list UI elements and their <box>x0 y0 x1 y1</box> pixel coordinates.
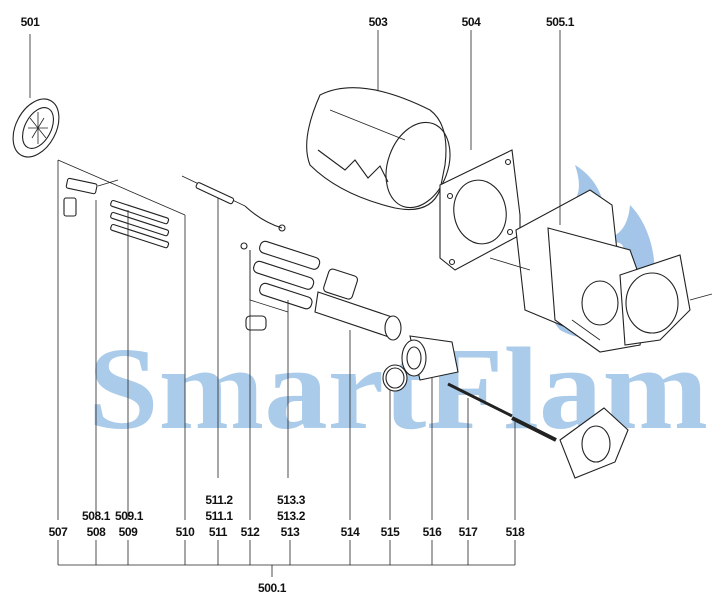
part-515-o-ring <box>382 364 408 392</box>
part-516-elbow <box>401 335 459 381</box>
part-504-flange-gasket <box>439 149 521 271</box>
callout-labels: 501 503 504 505.1 507 508.1 508 509.1 50… <box>21 15 576 595</box>
callout-512: 512 <box>241 525 261 539</box>
leader-lines <box>29 30 561 577</box>
callout-513: 513 <box>281 525 301 539</box>
part-513-nozzle-tubes <box>253 240 321 310</box>
callout-507: 507 <box>49 525 69 539</box>
part-501-cover-disc <box>12 98 60 158</box>
callout-500-1: 500.1 <box>258 581 287 595</box>
callout-511-2: 511.2 <box>205 493 233 507</box>
callout-505-1: 505.1 <box>546 15 575 29</box>
callout-511: 511 <box>209 525 228 539</box>
callout-508: 508 <box>87 525 107 539</box>
callout-517: 517 <box>459 525 479 539</box>
callout-515: 515 <box>381 525 401 539</box>
callout-504: 504 <box>462 15 482 29</box>
part-511-ignition-cable <box>181 175 286 232</box>
part-508-509-electrodes <box>110 199 170 249</box>
callout-501: 501 <box>21 15 41 29</box>
part-507-clip <box>63 177 119 217</box>
callout-508-1: 508.1 <box>82 509 111 523</box>
callout-509-1: 509.1 <box>115 509 144 523</box>
callout-514: 514 <box>341 525 361 539</box>
callout-518: 518 <box>506 525 526 539</box>
callout-503: 503 <box>369 15 389 29</box>
part-505-1-burner-housing <box>489 189 713 353</box>
part-518-sensor <box>511 407 629 479</box>
callout-513-3: 513.3 <box>277 493 306 507</box>
part-517-rod <box>447 382 513 418</box>
part-514-mixing-pipe <box>314 268 402 341</box>
callout-513-2: 513.2 <box>277 509 306 523</box>
part-503-air-tube <box>306 87 451 211</box>
callout-516: 516 <box>423 525 443 539</box>
callout-510: 510 <box>176 525 196 539</box>
callout-509: 509 <box>119 525 139 539</box>
part-512-small-fitting <box>240 242 267 331</box>
callout-511-1: 511.1 <box>205 509 233 523</box>
